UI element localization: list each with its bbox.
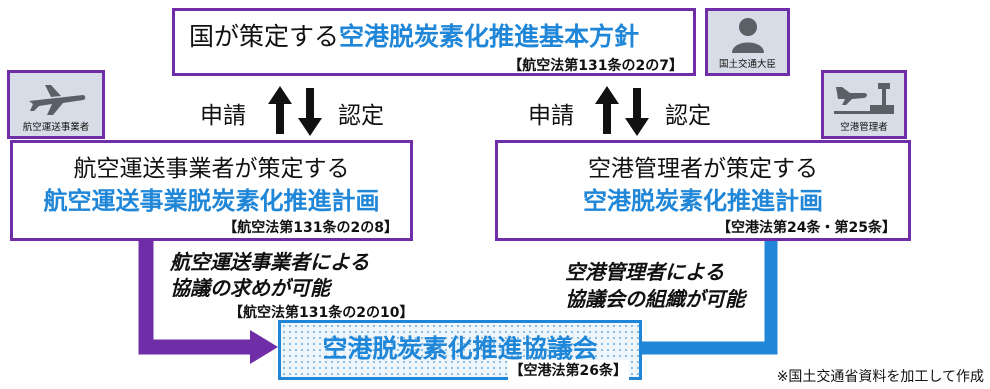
airline-plan-box: 航空運送事業者が策定する 航空運送事業脱炭素化推進計画 【航空法第131条の2の… [10, 140, 413, 241]
airport-plan-law-ref: 【空港法第24条・第25条】 [717, 220, 896, 236]
airline-note-law-ref: 【航空法第131条の2の10】 [229, 305, 414, 321]
right-down-arrow-icon [625, 88, 649, 136]
basic-policy-box: 国が策定する空港脱炭素化推進基本方針 【航空法第131条の2の7】 [172, 8, 696, 76]
left-apply-label: 申請 [200, 103, 246, 129]
basic-policy-title: 空港脱炭素化推進基本方針 [339, 22, 640, 51]
airplane-icon [29, 85, 86, 115]
person-icon [731, 18, 764, 53]
source-note: ※国土交通省資料を加工して作成 [776, 369, 984, 385]
council-title: 空港脱炭素化推進協議会 [322, 334, 598, 363]
airport-plan-line1: 空港管理者が策定する [588, 156, 818, 182]
airline-to-council-arrow [138, 241, 255, 355]
left-up-arrow-icon [268, 86, 292, 134]
airline-note-line1: 航空運送事業者による [170, 250, 370, 274]
airline-to-council-arrowhead [250, 330, 278, 364]
basic-policy-law-ref: 【航空法第131条の2の7】 [508, 58, 683, 74]
right-approve-label: 認定 [665, 103, 711, 129]
left-down-arrow-icon [298, 88, 322, 136]
airline-icon-box: 航空運送事業者 [7, 70, 105, 139]
airline-icon-label: 航空運送事業者 [22, 122, 90, 133]
basic-policy-prefix: 国が策定する [189, 22, 340, 51]
airline-note-line2: 協議の求めが可能 [170, 276, 330, 300]
airport-to-council-line [640, 241, 778, 355]
left-approve-label: 認定 [338, 103, 384, 129]
council-law-ref: 【空港法第26条】 [507, 360, 629, 380]
airport-plan-title: 空港脱炭素化推進計画 [583, 187, 823, 215]
minister-label: 国土交通大臣 [718, 59, 776, 70]
airport-icon-box: 空港管理者 [821, 70, 907, 139]
airport-icon-label: 空港管理者 [840, 122, 888, 133]
right-up-arrow-icon [595, 86, 619, 134]
minister-icon-box: 国土交通大臣 [705, 8, 790, 76]
airline-plan-law-ref: 【航空法第131条の2の8】 [223, 220, 398, 236]
airline-plan-line1: 航空運送事業者が策定する [73, 156, 350, 182]
airport-note-line2: 協議会の組織が可能 [565, 287, 745, 311]
airline-plan-title: 航空運送事業脱炭素化推進計画 [43, 187, 380, 215]
council-box: 空港脱炭素化推進協議会 【空港法第26条】 [278, 320, 642, 380]
airport-icon [834, 83, 894, 114]
right-apply-label: 申請 [528, 103, 574, 129]
airport-note-line1: 空港管理者による [565, 260, 725, 284]
airport-plan-box: 空港管理者が策定する 空港脱炭素化推進計画 【空港法第24条・第25条】 [495, 140, 911, 241]
